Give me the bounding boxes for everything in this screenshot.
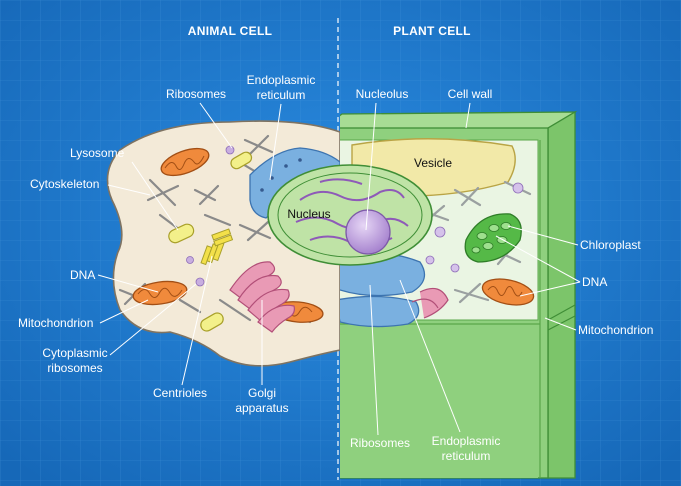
label-cytoplasmic-2: ribosomes [47,361,102,375]
mitochondrion-plant [481,278,535,306]
golgi-apparatus [229,261,295,333]
label-er-top-1: Endoplasmic [247,73,316,87]
label-lysosome: Lysosome [70,146,125,160]
chloroplast [464,213,522,263]
nucleolus [345,209,391,255]
lysosome [168,223,195,244]
label-golgi-1: Golgi [248,386,276,400]
label-ribosomes-bottom: Ribosomes [350,436,410,450]
cell-wall-side [547,110,576,479]
plant-cell-header: PLANT CELL [393,24,471,38]
label-nucleus: Nucleus [287,207,330,221]
label-mitochondrion-left: Mitochondrion [18,316,93,330]
label-er-bottom-2: reticulum [442,449,491,463]
centrioles [200,228,234,266]
leader-lines [97,102,581,436]
label-er-bottom-1: Endoplasmic [432,434,501,448]
label-mitochondrion-right: Mitochondrion [578,323,653,337]
label-dna-right: DNA [582,275,607,289]
label-ribosomes-top: Ribosomes [166,87,226,101]
plant-cell [340,110,578,479]
label-nucleolus: Nucleolus [356,87,409,101]
label-cell-wall: Cell wall [448,87,493,101]
label-cytoplasmic-1: Cytoplasmic [42,346,107,360]
label-dna-left: DNA [70,268,95,282]
animal-cell [106,120,340,367]
animal-cell-header: ANIMAL CELL [188,24,272,38]
label-cytoskeleton: Cytoskeleton [30,177,99,191]
label-vesicle: Vesicle [414,156,452,170]
label-er-top-2: reticulum [257,88,306,102]
plant-cytoplasm-lower [340,330,538,478]
nucleus [267,164,433,266]
mitochondrion-top [160,147,210,177]
cell-wall-top [340,111,578,131]
mitochondrion-animal [132,280,188,306]
label-chloroplast: Chloroplast [580,238,641,252]
label-golgi-2: apparatus [235,401,288,415]
label-centrioles: Centrioles [153,386,207,400]
